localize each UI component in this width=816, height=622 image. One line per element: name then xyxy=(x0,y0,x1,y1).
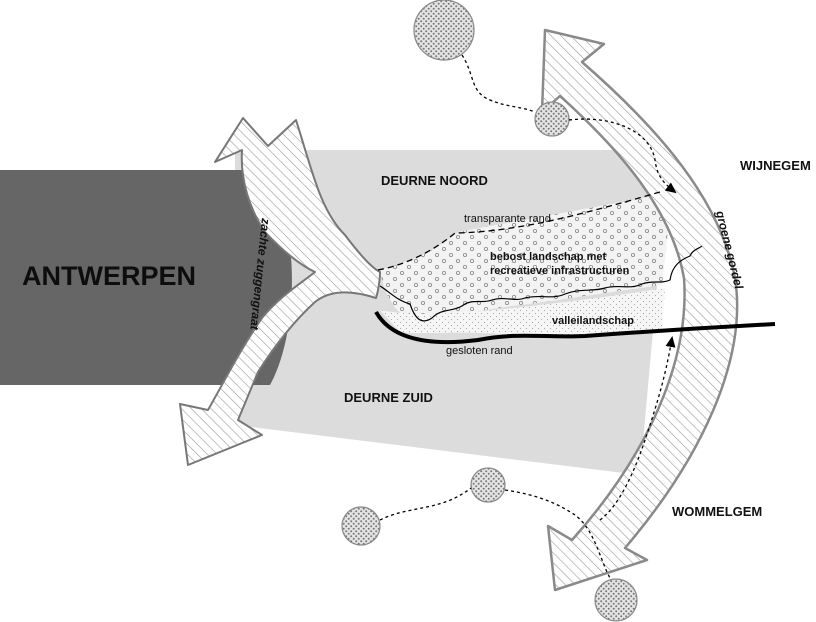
groene-gordel-arrow xyxy=(540,28,739,592)
satellite-node-lower-mid xyxy=(470,467,506,503)
connection-lower-mid-to-bottom xyxy=(504,489,611,579)
antwerpen-label: ANTWERPEN xyxy=(22,261,196,291)
connection-upper-mid-arrow xyxy=(568,118,677,194)
connection-top-to-upper-mid xyxy=(461,54,536,113)
transparante-rand-label: transparante rand xyxy=(464,213,551,225)
satellite-node-bottom xyxy=(594,578,638,622)
satellite-node-upper-mid xyxy=(534,101,570,137)
connection-lower-left xyxy=(379,487,472,521)
bebost-rand-line xyxy=(379,245,703,322)
satellite-node-top xyxy=(413,0,475,61)
antwerpen-city-block xyxy=(0,170,292,385)
bebost-landschap-zone xyxy=(380,195,668,322)
deurne-zuid-label: DEURNE ZUID xyxy=(344,390,433,405)
connection-bottom-arrow xyxy=(599,336,676,521)
valleilandschap-label: valleilandschap xyxy=(552,315,634,327)
transparante-rand-line xyxy=(377,191,661,271)
zachte-ruggengraat-arrow xyxy=(179,117,381,466)
bebost-landschap-label-line1: bebost landschap met xyxy=(490,251,606,263)
gesloten-rand-label: gesloten rand xyxy=(446,345,513,357)
bebost-landschap-label-line2: recreatieve infrastructuren xyxy=(490,265,630,277)
gesloten-rand-line xyxy=(374,310,776,345)
deurne-noord-label: DEURNE NOORD xyxy=(381,173,488,188)
wijnegem-label: WIJNEGEM xyxy=(740,158,811,173)
valleilandschap-zone xyxy=(380,288,665,337)
wommelgem-label: WOMMELGEM xyxy=(672,504,762,519)
satellite-node-lower-left xyxy=(341,506,381,546)
